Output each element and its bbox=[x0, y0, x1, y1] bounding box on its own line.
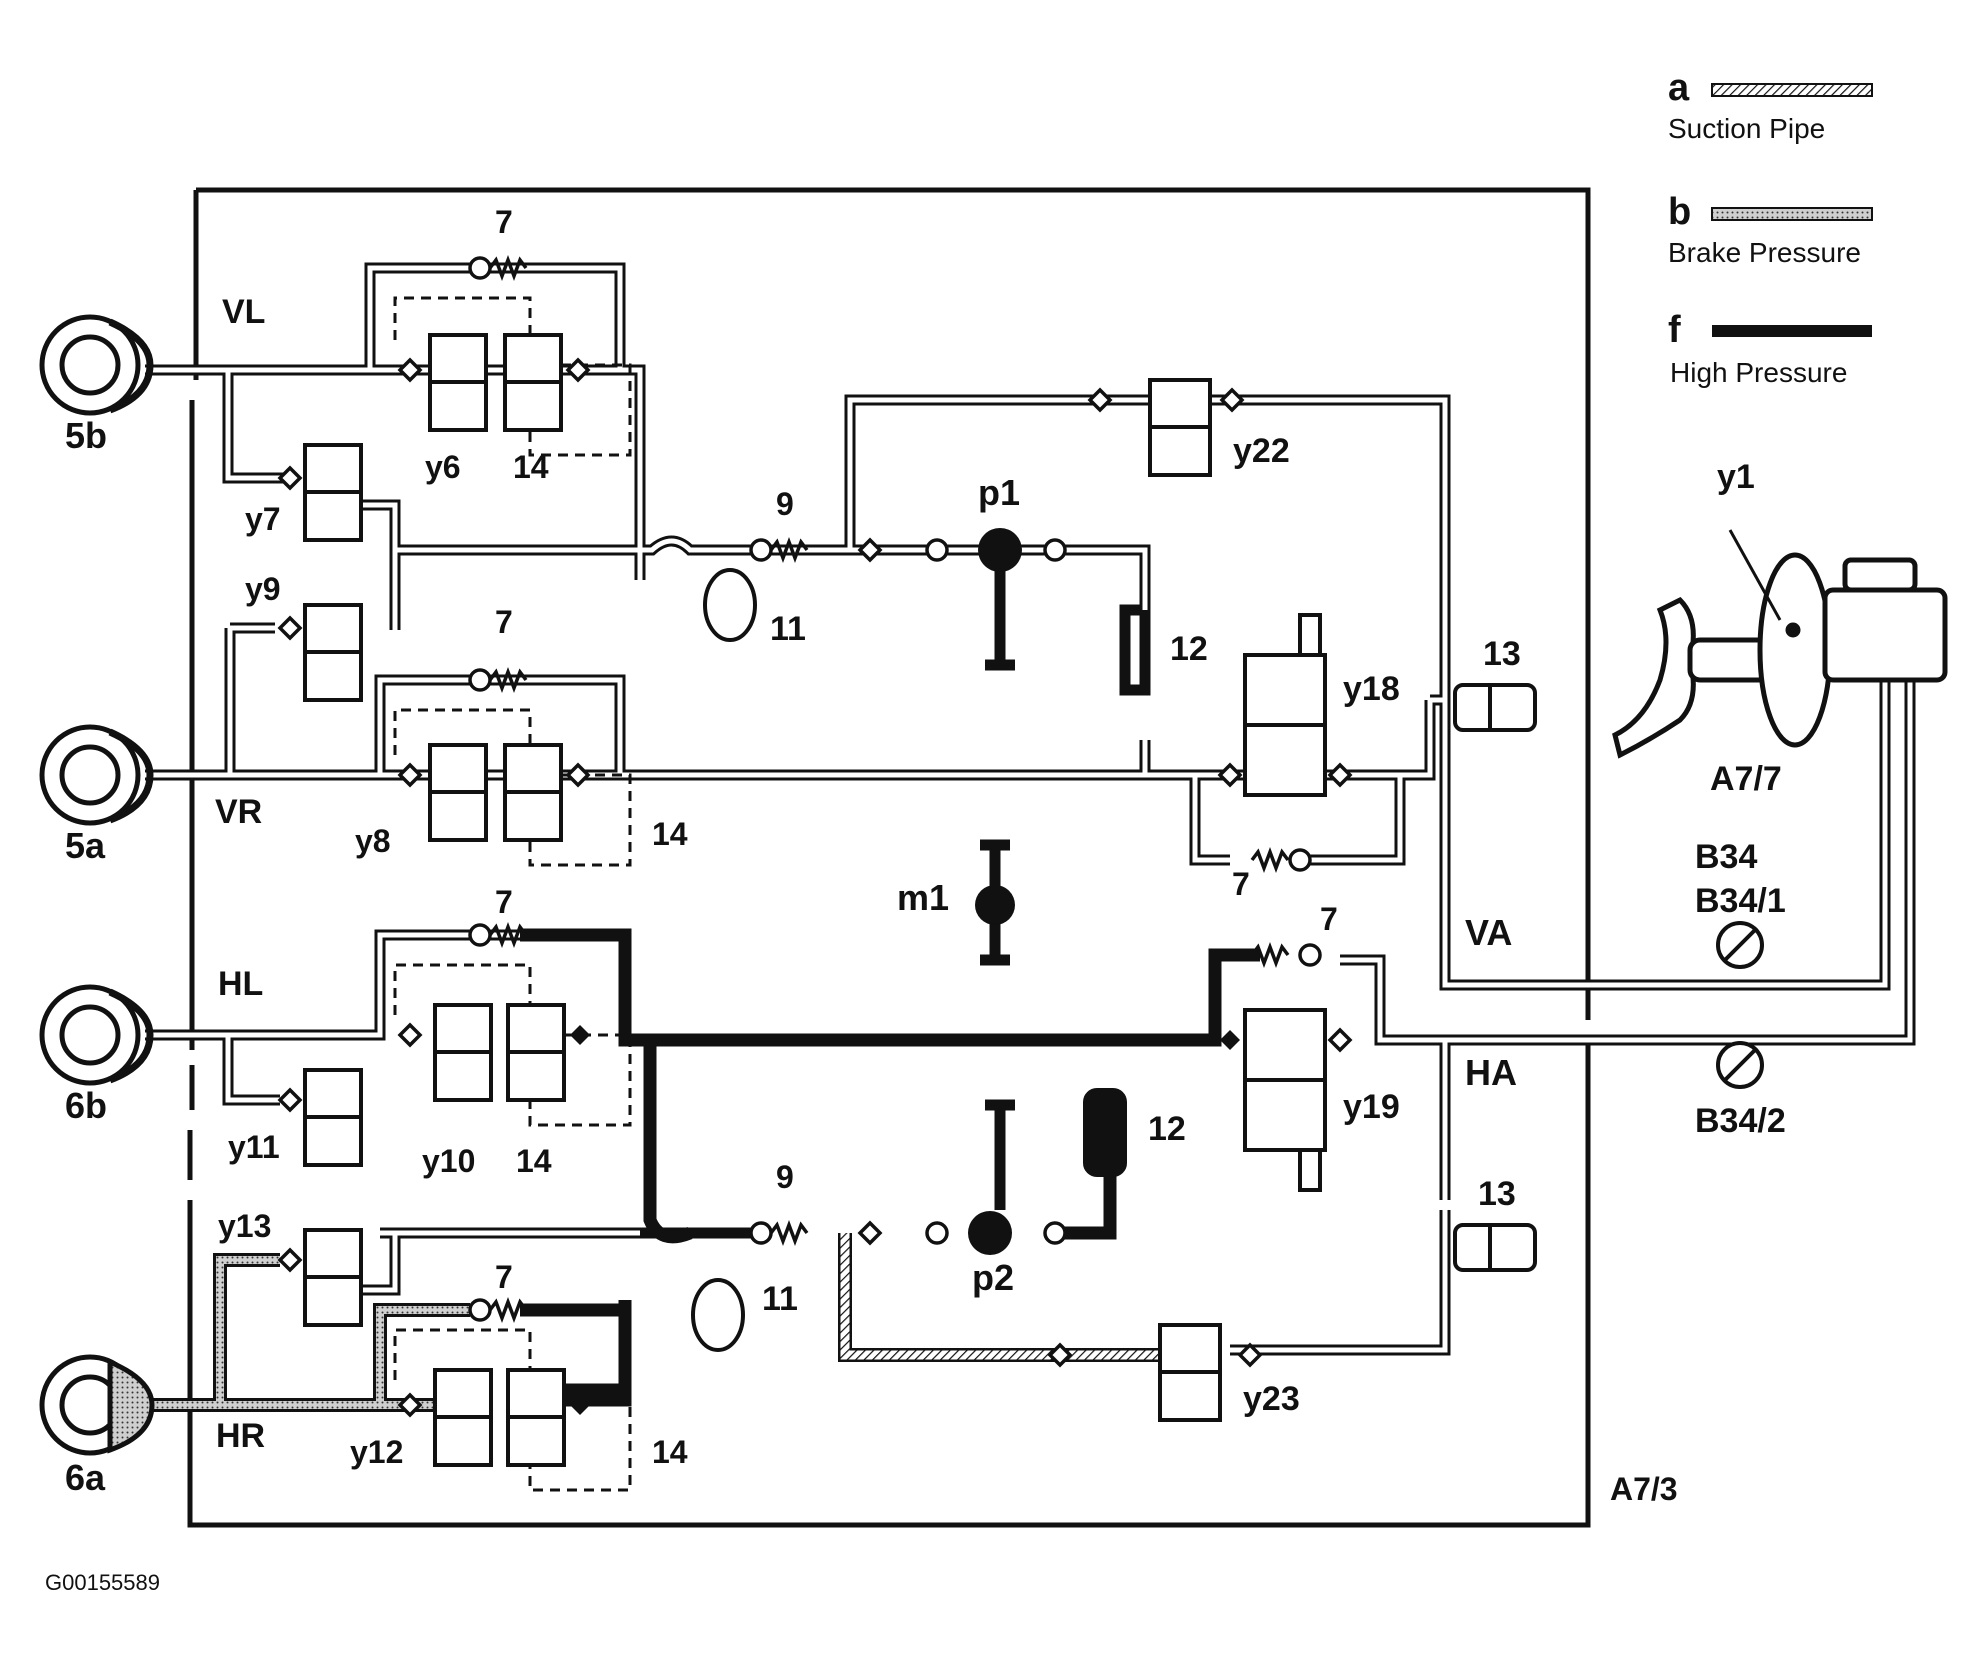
valve-blocks bbox=[303, 333, 1537, 1467]
pump-p2 bbox=[968, 1211, 1012, 1255]
label-y11: y11 bbox=[228, 1129, 280, 1165]
label-7-top: 7 bbox=[495, 204, 513, 240]
figure-id: G00155589 bbox=[45, 1570, 160, 1595]
housing-outline bbox=[187, 187, 1591, 1528]
wheel-brake-5b bbox=[39, 314, 154, 416]
legend-line-high bbox=[1712, 325, 1872, 337]
labels: 5b 5a 6b 6a VL VR HL HR VA HA y6 y7 y9 y… bbox=[45, 204, 1786, 1595]
label-wheel-6a: 6a bbox=[65, 1457, 106, 1498]
label-11-bottom: 11 bbox=[762, 1280, 798, 1318]
label-y1: y1 bbox=[1717, 458, 1755, 496]
label-7-y19: 7 bbox=[1320, 901, 1338, 937]
pumps bbox=[968, 528, 1022, 1255]
label-m1: m1 bbox=[897, 877, 949, 918]
label-b34-1: B34/1 bbox=[1695, 882, 1786, 920]
label-b34-2: B34/2 bbox=[1695, 1102, 1786, 1140]
suction-line-outline bbox=[838, 1233, 1190, 1362]
pump-p1 bbox=[978, 528, 1022, 572]
label-7-hl: 7 bbox=[495, 884, 513, 920]
label-p1: p1 bbox=[978, 472, 1020, 513]
label-circuit-ha: HA bbox=[1465, 1052, 1517, 1093]
pipes bbox=[145, 262, 1916, 1356]
label-13-bottom: 13 bbox=[1478, 1175, 1516, 1213]
label-y12: y12 bbox=[350, 1434, 403, 1470]
legend-label-brake: Brake Pressure bbox=[1668, 237, 1861, 268]
label-y22: y22 bbox=[1233, 432, 1290, 470]
legend-key-f: f bbox=[1668, 309, 1681, 351]
label-y10: y10 bbox=[422, 1143, 475, 1179]
label-y7: y7 bbox=[245, 501, 281, 537]
legend-key-b: b bbox=[1668, 191, 1691, 233]
label-y9: y9 bbox=[245, 571, 281, 607]
brake-booster-a7-7 bbox=[1612, 529, 1948, 759]
label-y23: y23 bbox=[1243, 1380, 1300, 1418]
label-y8: y8 bbox=[355, 823, 391, 859]
label-7-y18: 7 bbox=[1232, 866, 1250, 902]
legend-line-brake bbox=[1711, 207, 1873, 221]
legend-line-suction bbox=[1711, 83, 1873, 97]
label-circuit-va: VA bbox=[1465, 912, 1512, 953]
wheel-brake-6a bbox=[39, 1354, 155, 1456]
high-pressure-lines bbox=[520, 928, 1260, 1407]
label-wheel-6b: 6b bbox=[65, 1085, 107, 1126]
springs bbox=[488, 255, 1290, 1323]
label-circuit-vr: VR bbox=[215, 793, 262, 831]
label-7-hr: 7 bbox=[495, 1259, 513, 1295]
label-y18: y18 bbox=[1343, 670, 1400, 708]
suction-line bbox=[840, 1233, 1190, 1360]
solid-check-valves bbox=[570, 1025, 1240, 1415]
label-7-vr: 7 bbox=[495, 604, 513, 640]
pipe-cores bbox=[145, 265, 1913, 1353]
label-9-top: 9 bbox=[776, 486, 794, 522]
label-wheel-5a: 5a bbox=[65, 825, 106, 866]
label-12-top: 12 bbox=[1170, 630, 1208, 668]
label-12-bottom: 12 bbox=[1148, 1110, 1186, 1148]
label-11-top: 11 bbox=[770, 610, 806, 648]
legend-label-high: High Pressure bbox=[1670, 357, 1847, 388]
pilot-lines bbox=[393, 296, 632, 1492]
label-a7-3: A7/3 bbox=[1610, 1471, 1678, 1507]
check-valves bbox=[277, 256, 1353, 1418]
wheel-brake-5a bbox=[39, 724, 154, 826]
label-14-top: 14 bbox=[513, 449, 549, 485]
legend: a Suction Pipe b Brake Pressure f High P… bbox=[1668, 67, 1873, 388]
label-b34: B34 bbox=[1695, 838, 1757, 876]
label-circuit-hr: HR bbox=[216, 1417, 265, 1455]
label-y6: y6 bbox=[425, 449, 461, 485]
label-9-bottom: 9 bbox=[776, 1159, 794, 1195]
label-circuit-hl: HL bbox=[218, 965, 263, 1003]
legend-label-suction: Suction Pipe bbox=[1668, 113, 1825, 144]
label-y13: y13 bbox=[218, 1208, 271, 1244]
label-14-vr: 14 bbox=[652, 816, 688, 852]
label-14-hl: 14 bbox=[516, 1143, 552, 1179]
label-14-hr: 14 bbox=[652, 1434, 688, 1470]
label-circuit-vl: VL bbox=[222, 293, 265, 331]
pressure-gauges bbox=[1716, 921, 1764, 1089]
legend-key-a: a bbox=[1668, 67, 1690, 109]
label-p2: p2 bbox=[972, 1257, 1014, 1298]
label-13-top: 13 bbox=[1483, 635, 1521, 673]
label-wheel-5b: 5b bbox=[65, 415, 107, 456]
label-a7-7: A7/7 bbox=[1710, 760, 1782, 798]
label-y19: y19 bbox=[1343, 1088, 1400, 1126]
wheel-brake-6b bbox=[39, 984, 154, 1086]
motor-m1 bbox=[975, 885, 1015, 925]
